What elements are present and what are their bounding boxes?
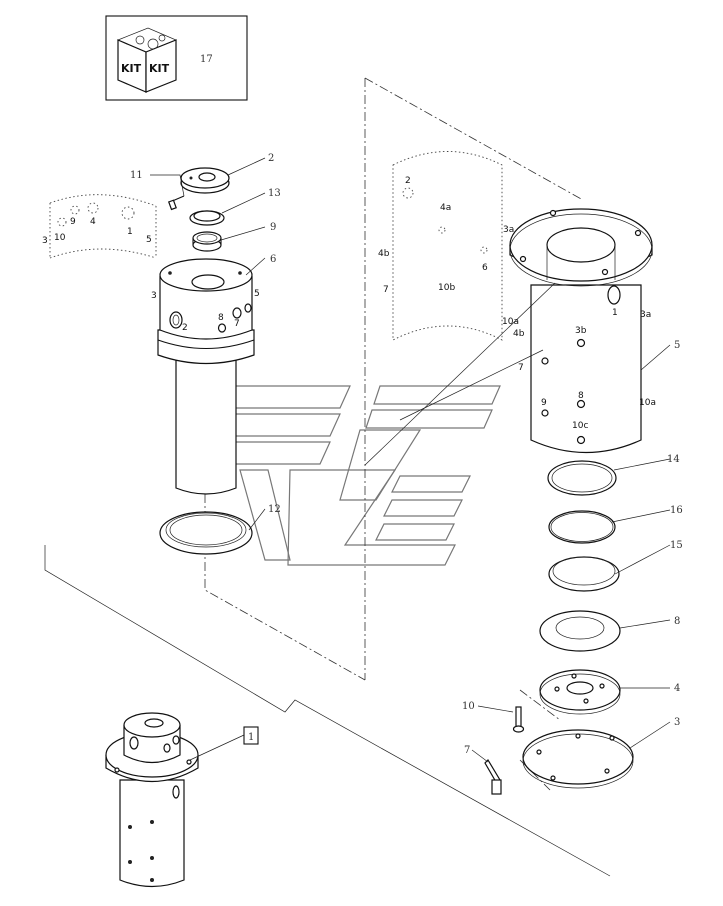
body-port-2: 2 (182, 323, 188, 333)
sketch-port-3a: 3a (503, 225, 514, 235)
kit-box: KIT KIT 17 (105, 15, 248, 101)
housing-port-9: 9 (541, 398, 547, 408)
callout-6: 6 (270, 254, 276, 265)
body-port-7: 7 (234, 319, 240, 329)
strip-port-9: 9 (70, 217, 76, 227)
callout-9: 9 (270, 222, 276, 233)
callout-7: 7 (464, 745, 470, 756)
bolt-7 (484, 759, 502, 795)
ring-15 (548, 556, 620, 592)
left-bushing-9 (192, 231, 222, 252)
housing-port-10c: 10c (572, 421, 588, 431)
cover-plate-3 (522, 729, 634, 789)
strip-port-3: 3 (42, 236, 48, 246)
sketch-port-10b: 10b (438, 283, 455, 293)
strip-port-1: 1 (127, 227, 133, 237)
left-seal-12 (159, 511, 253, 555)
washer-8 (539, 610, 621, 652)
assembled-unit: 1 (105, 712, 259, 888)
strip-port-10: 10 (54, 233, 66, 243)
sketch-port-4a: 4a (440, 203, 451, 213)
right-port-sketch: 2 4a 3a 4b 6 7 10b 10a 4b (378, 151, 525, 341)
callout-2: 2 (268, 153, 274, 164)
callout-1: 1 (248, 732, 254, 743)
left-port-strip: 3 10 9 4 1 5 (42, 194, 157, 259)
housing-port-10a: 10a (639, 398, 656, 408)
callout-5: 5 (674, 340, 680, 351)
left-cover-cap (180, 167, 230, 194)
housing-port-3b: 3b (575, 326, 587, 336)
callout-4: 4 (674, 683, 680, 694)
sketch-port-7: 7 (383, 285, 389, 295)
strip-port-5: 5 (146, 235, 152, 245)
ring-16 (548, 510, 616, 544)
kit-label-right: KIT (149, 62, 170, 75)
housing-port-1: 1 (612, 308, 618, 318)
body-port-3: 3 (151, 291, 157, 301)
callout-3: 3 (674, 717, 680, 728)
plate-4 (539, 669, 621, 715)
ring-14 (547, 460, 617, 496)
strip-port-4: 4 (90, 217, 96, 227)
callout-8: 8 (674, 616, 680, 627)
sketch-port-6: 6 (482, 263, 488, 273)
housing-port-3a: 3a (640, 310, 651, 320)
callout-12: 12 (268, 504, 281, 515)
screw-10 (512, 706, 525, 733)
left-seal-13 (189, 210, 225, 226)
housing-port-7: 7 (518, 363, 524, 373)
callout-16: 16 (670, 505, 683, 516)
callout-13: 13 (268, 188, 281, 199)
sketch-port-4b: 4b (378, 249, 390, 259)
callout-17: 17 (200, 54, 213, 65)
callout-leaders (150, 157, 671, 763)
sketch-port-4b-2: 4b (513, 329, 525, 339)
sketch-port-2: 2 (405, 176, 411, 186)
sketch-port-10a: 10a (502, 317, 519, 327)
body-port-8: 8 (218, 313, 224, 323)
callout-numbers: 2 13 9 11 6 12 5 14 16 15 8 4 3 10 7 (130, 153, 683, 756)
callout-14: 14 (667, 454, 680, 465)
callout-10: 10 (462, 701, 475, 712)
right-housing-body: 1 3a 3b 8 9 7 10a 10c (364, 208, 656, 466)
housing-port-8: 8 (578, 391, 584, 401)
callout-11: 11 (130, 170, 143, 181)
kit-label-left: KIT (121, 62, 142, 75)
callout-15: 15 (670, 540, 683, 551)
body-port-5: 5 (254, 289, 260, 299)
left-housing-body: 3 5 2 8 7 (151, 258, 260, 495)
watermark-logo (205, 385, 501, 566)
left-screw-11 (167, 195, 185, 211)
